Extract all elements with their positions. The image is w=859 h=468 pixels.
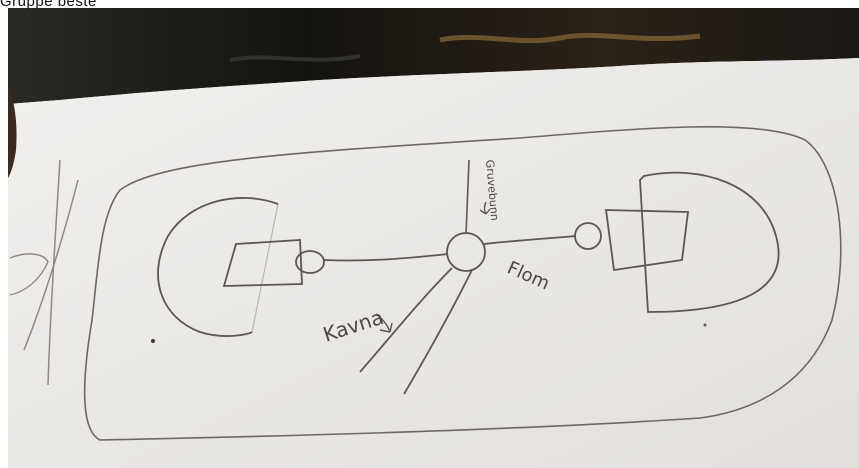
vertical-line <box>465 159 470 235</box>
diagonal-line-left <box>359 267 453 373</box>
note-arrow <box>479 201 491 215</box>
paper-sheet <box>8 58 859 468</box>
page-edge-line <box>47 159 61 386</box>
left-small-circle <box>295 250 325 274</box>
left-half-circle <box>157 197 279 337</box>
right-connector-line <box>483 235 577 245</box>
diagonal-line-right <box>403 269 473 395</box>
rink-outline <box>83 126 842 441</box>
table-highlight <box>229 54 361 62</box>
vertical-note-label: Gruvebunn <box>483 159 501 221</box>
partial-shape <box>9 253 49 296</box>
finger-edge <box>8 86 17 178</box>
table-surface <box>8 8 859 104</box>
left-box <box>222 239 303 287</box>
page-edge-line <box>23 179 79 351</box>
left-connector-line <box>323 253 449 262</box>
right-box <box>604 209 690 272</box>
photo-caption: Gruppe beste <box>0 0 97 10</box>
pencil-dot <box>703 323 707 327</box>
right-small-circle <box>574 222 602 250</box>
right-half-circle <box>639 171 780 313</box>
left-half-circle-chord <box>251 203 279 333</box>
table-highlight <box>439 32 701 44</box>
caption-background <box>0 0 859 8</box>
pencil-dot <box>151 339 155 343</box>
kavna-arrow <box>375 313 393 333</box>
